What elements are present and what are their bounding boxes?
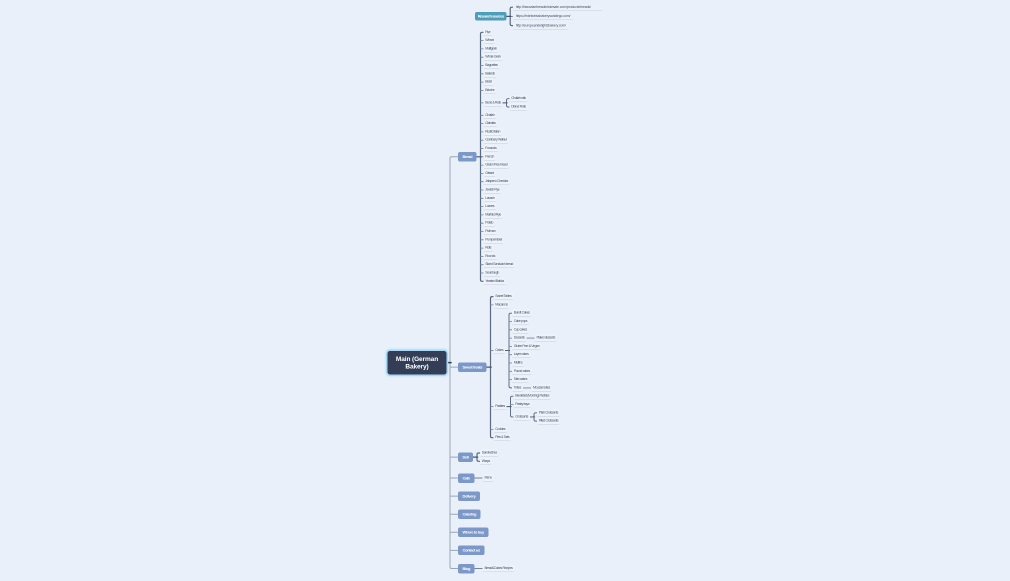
topic-main-german-bakery[interactable]: Main (German Bakery) <box>387 350 447 375</box>
topic-pies-tarts[interactable]: Pies & Tarts <box>493 434 512 442</box>
topic-french[interactable]: French <box>483 153 496 161</box>
topic-menu[interactable]: Menu <box>482 474 494 482</box>
topic-desserts[interactable]: Desserts <box>512 334 527 342</box>
topic-filled-croissants[interactable]: Filled Croissants <box>537 417 560 425</box>
topic-ciabatta[interactable]: Ciabatta <box>483 120 498 128</box>
topic-loaves[interactable]: Loaves <box>483 203 497 211</box>
topic-rye[interactable]: Rye <box>483 28 493 36</box>
topic-lavash[interactable]: Lavash <box>483 194 497 202</box>
topic-potato[interactable]: Potato <box>483 219 495 227</box>
topic-pound-cakes[interactable]: Pound cakes <box>512 367 532 375</box>
topic-plated-desserts[interactable]: Plated desserts <box>534 334 557 342</box>
topic-sweet-treats[interactable]: Sweet treats <box>458 362 487 372</box>
topic-sweet-tables[interactable]: Sweet Tables <box>493 293 514 301</box>
topic-sliced-sandwich-bread[interactable]: Sliced Sandwich bread <box>483 261 515 269</box>
topic-cranberry-walnut[interactable]: Cranberry Walnut <box>483 136 509 144</box>
topic-cake-pops[interactable]: Cake pops <box>512 318 529 325</box>
topic-marbled-rye[interactable]: Marbled Rye <box>483 211 503 219</box>
topic-gluten-free-bread[interactable]: Gluten Free bread <box>483 161 510 169</box>
topic-cup-cakes[interactable]: Cup cakes <box>512 326 529 334</box>
topic-cafe[interactable]: Cafe <box>458 473 475 483</box>
topic-buns-rolls[interactable]: Buns & Rolls <box>483 99 503 107</box>
topic-sandwiches[interactable]: Sandwiches <box>480 449 499 457</box>
topic-yeasted-babka[interactable]: Yeasted Babka <box>483 277 506 285</box>
topic-tortes[interactable]: Tortes <box>512 384 523 392</box>
topic-batards[interactable]: Batards <box>483 70 497 78</box>
topic-brioche[interactable]: Brioche <box>483 86 497 94</box>
topic-whole-grain[interactable]: Whole Grain <box>483 53 503 61</box>
topic-braid[interactable]: Braid <box>483 78 494 86</box>
topic-catering[interactable]: Catering <box>458 509 481 519</box>
topic-research-sources[interactable]: Research sources <box>475 12 507 21</box>
topic-multigrain[interactable]: Multigrain <box>483 45 499 53</box>
topic-bread[interactable]: Bread <box>458 152 477 162</box>
topic-jalapeno-cheddar[interactable]: Jalapeno Cheddar <box>483 178 510 186</box>
topic-cakes[interactable]: Cakes <box>493 347 506 355</box>
topic-baguettes[interactable]: Baguettes <box>483 62 500 69</box>
topic-plain-croissants[interactable]: Plain Croissants <box>537 409 560 417</box>
topic-where-to-buy[interactable]: Where to buy <box>458 527 489 538</box>
topic-rustic-italian[interactable]: Rustic Italian <box>483 128 502 136</box>
topic-wraps[interactable]: Wraps <box>480 457 492 465</box>
topic-muffins[interactable]: Muffins <box>512 359 525 367</box>
topic-croissants[interactable]: Croissants <box>513 413 530 421</box>
topic-contact-us[interactable]: Contact us <box>458 545 485 556</box>
topic-mousse-tortes[interactable]: Mousse tortes <box>531 384 552 392</box>
topic-wheat[interactable]: Wheat <box>483 37 496 45</box>
topic-breakfast-morning-pastries[interactable]: Breakfast (Morning) Pastries <box>513 392 551 400</box>
topic-http-bavarianbreadwholesale-com-products[interactable]: http://bavarianbreadwholesale.com/produc… <box>513 3 603 11</box>
topic-delivery[interactable]: Delivery <box>458 491 480 501</box>
topic-jewish-rye[interactable]: Jewish Rye <box>483 186 502 194</box>
topic-blog[interactable]: Blog <box>458 563 475 574</box>
topic-rolls[interactable]: Rolls <box>483 244 493 252</box>
topic-layer-cakes[interactable]: Layer cakes <box>512 351 531 359</box>
topic-slab-cakes[interactable]: Slab cakes <box>512 376 529 384</box>
topic-challah[interactable]: Challah <box>483 111 497 119</box>
topic-bread-cakes-recipes[interactable]: Bread&Cakes Recipes <box>482 565 515 572</box>
topic-rounds[interactable]: Rounds <box>483 252 497 260</box>
topic-challah-rolls[interactable]: Challah rolls <box>509 95 528 103</box>
topic-pullman[interactable]: Pullman <box>483 228 498 235</box>
topic-focaccia[interactable]: Focaccia <box>483 145 499 152</box>
topic-dinner-rolls[interactable]: Dinner Rolls <box>509 103 528 111</box>
topic-grissini[interactable]: Grissini <box>483 169 496 177</box>
topic-http-europeandelightsbakery-com[interactable]: http://europeandelightsbakery.com/ <box>513 21 569 30</box>
topic-pumpernickel[interactable]: Pumpernickel <box>483 236 504 244</box>
topic-gluten-free-vegan[interactable]: Gluten Free & Vegan <box>512 342 542 350</box>
topic-pastries[interactable]: Pastries <box>493 403 507 411</box>
topic-deli[interactable]: Deli <box>458 452 474 462</box>
topic-sourdough[interactable]: Sourdough <box>483 269 501 277</box>
topic-bundt-cakes[interactable]: Bundt Cakes <box>512 309 532 317</box>
topic-macarons[interactable]: Macarons <box>493 301 510 309</box>
topic-cookies[interactable]: Cookies <box>493 425 508 433</box>
topic-https-edelweissbakerysandiego-com[interactable]: https://edelweissbakerysandiego.com/ <box>513 12 573 21</box>
topic-pastry-trays[interactable]: Pastry trays <box>513 401 531 408</box>
